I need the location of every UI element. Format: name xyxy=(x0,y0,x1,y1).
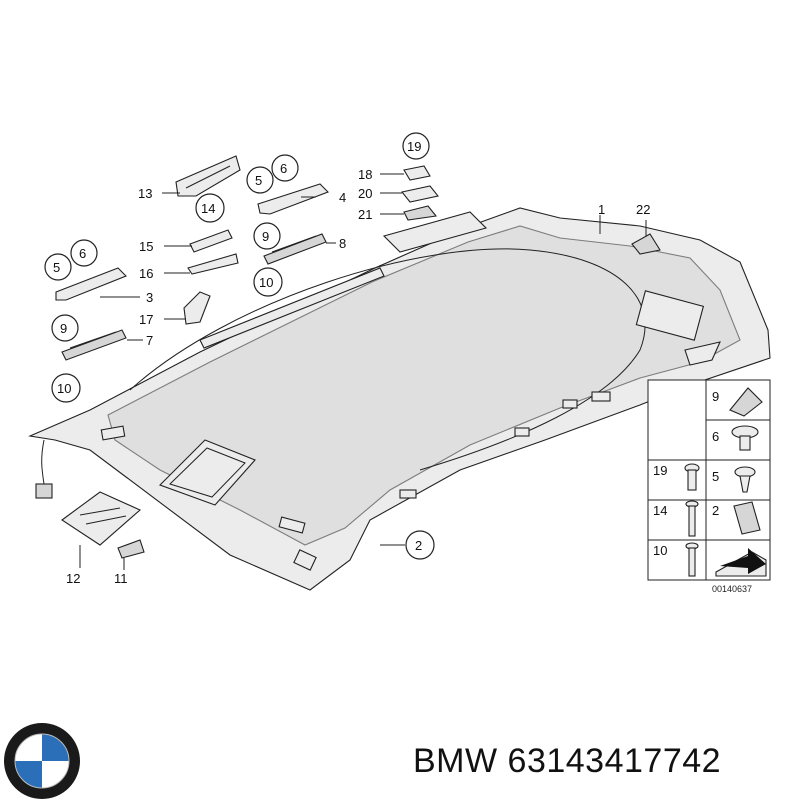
part-15-clip xyxy=(189,229,233,253)
callout-3: 3 xyxy=(146,290,153,305)
legend-5: 5 xyxy=(712,469,719,484)
callout-4: 4 xyxy=(339,190,346,205)
headliner-part xyxy=(28,207,771,591)
callout-9b: 9 xyxy=(60,321,67,336)
legend-6: 6 xyxy=(712,429,719,444)
legend-14: 14 xyxy=(653,503,667,518)
part-8-handle xyxy=(263,233,327,265)
part-7-handle xyxy=(61,329,127,361)
callout-15: 15 xyxy=(139,239,153,254)
part-17-cap xyxy=(183,291,211,325)
callout-20: 20 xyxy=(358,186,372,201)
callout-18: 18 xyxy=(358,167,372,182)
clip-9-icon xyxy=(729,387,763,417)
callout-10a: 10 xyxy=(259,275,273,290)
part-18-20-21-bracket xyxy=(401,165,439,221)
legend-9: 9 xyxy=(712,389,719,404)
part-13-bracket xyxy=(175,155,241,197)
callout-14: 14 xyxy=(201,201,215,216)
part-11-clip xyxy=(117,539,145,559)
part-number: 63143417742 xyxy=(507,742,722,780)
callout-22: 22 xyxy=(636,202,650,217)
bmw-roundel-icon xyxy=(4,723,80,799)
callout-13: 13 xyxy=(138,186,152,201)
legend-19: 19 xyxy=(653,463,667,478)
callout-21: 21 xyxy=(358,207,372,222)
part-16-clip xyxy=(187,253,239,275)
callout-7: 7 xyxy=(146,333,153,348)
brand-name: BMW xyxy=(413,742,498,780)
drawing-number: 00140637 xyxy=(712,584,752,594)
callout-8: 8 xyxy=(339,236,346,251)
callout-6b: 6 xyxy=(79,246,86,261)
callout-9a: 9 xyxy=(262,229,269,244)
clip-2-icon xyxy=(733,501,761,535)
callout-16: 16 xyxy=(139,266,153,281)
callout-labels: 1 2 3 4 5 6 5 6 7 8 9 9 10 10 11 12 13 1… xyxy=(44,132,650,586)
callout-17: 17 xyxy=(139,312,153,327)
legend-10: 10 xyxy=(653,543,667,558)
product-caption: BMW 63143417742 xyxy=(413,742,721,781)
callout-11: 11 xyxy=(114,571,128,586)
part-4-holder xyxy=(257,183,329,215)
callout-10b: 10 xyxy=(57,381,71,396)
legend-2: 2 xyxy=(712,503,719,518)
fastener-legend: 9 6 5 19 14 10 2 00140637 xyxy=(647,379,771,594)
callout-1: 1 xyxy=(598,202,605,217)
callout-12: 12 xyxy=(66,571,80,586)
callout-2-circle xyxy=(405,530,435,560)
part-12-bracket xyxy=(61,491,142,546)
callout-5b: 5 xyxy=(53,260,60,275)
callout-6a: 6 xyxy=(280,161,287,176)
callout-19: 19 xyxy=(407,139,421,154)
part-3-holder xyxy=(55,267,127,301)
callout-5a: 5 xyxy=(255,173,262,188)
part-22-clip xyxy=(631,233,661,255)
callout-2: 2 xyxy=(415,538,422,553)
